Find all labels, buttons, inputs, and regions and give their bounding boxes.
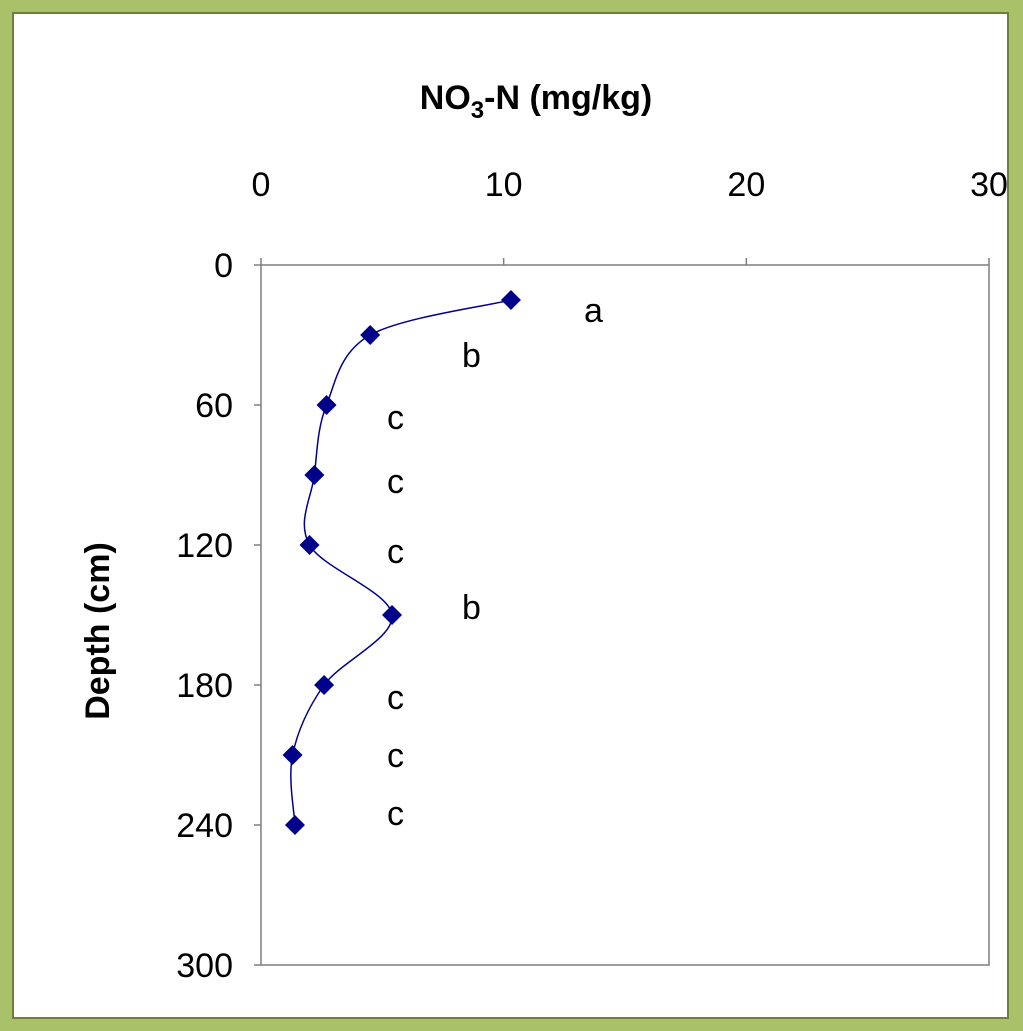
x-axis-title-main: NO: [420, 79, 471, 117]
significance-label: c: [387, 737, 404, 775]
x-axis-title: NO3-N (mg/kg): [420, 79, 652, 124]
x-tick-label: 30: [970, 166, 1008, 204]
x-axis-title-rest: -N (mg/kg): [484, 79, 652, 117]
significance-label: c: [387, 399, 404, 437]
data-point-marker: [284, 815, 305, 835]
significance-label: c: [387, 679, 404, 717]
x-axis-title-sub: 3: [471, 97, 484, 124]
data-point-marker: [500, 290, 521, 310]
y-axis-ticks: 0 60 120 180 240 300: [176, 247, 261, 985]
y-tick-label: 120: [176, 527, 233, 565]
data-point-marker: [299, 535, 320, 555]
data-point-marker: [382, 605, 403, 625]
y-tick-label: 60: [195, 387, 233, 425]
chart-svg: NO3-N (mg/kg) Depth (cm) 0 10 20 30 0 60 120 1…: [79, 79, 1008, 985]
significance-label: a: [584, 292, 603, 330]
significance-label: b: [462, 589, 481, 627]
x-tick-label: 0: [252, 166, 271, 204]
y-tick-label: 240: [176, 807, 233, 845]
series-markers: [282, 290, 521, 835]
data-point-marker: [282, 745, 303, 765]
significance-label: b: [462, 337, 481, 375]
significance-label: c: [387, 463, 404, 501]
x-tick-label: 10: [485, 166, 523, 204]
x-tick-label: 20: [727, 166, 765, 204]
y-tick-label: 180: [176, 667, 233, 705]
data-point-marker: [314, 675, 335, 695]
y-tick-label: 0: [214, 247, 233, 285]
significance-label: c: [387, 533, 404, 571]
data-point-marker: [304, 465, 325, 485]
significance-label: c: [387, 795, 404, 833]
x-axis-ticks: 0 10 20 30: [252, 166, 1008, 265]
data-point-marker: [316, 395, 337, 415]
y-tick-label: 300: [176, 947, 233, 985]
y-axis-title: Depth (cm): [79, 542, 117, 720]
data-point-marker: [360, 325, 381, 345]
plot-area: [260, 264, 990, 966]
chart-frame: NO3-N (mg/kg) Depth (cm) 0 10 20 30 0 60 120 1…: [12, 12, 1009, 1019]
